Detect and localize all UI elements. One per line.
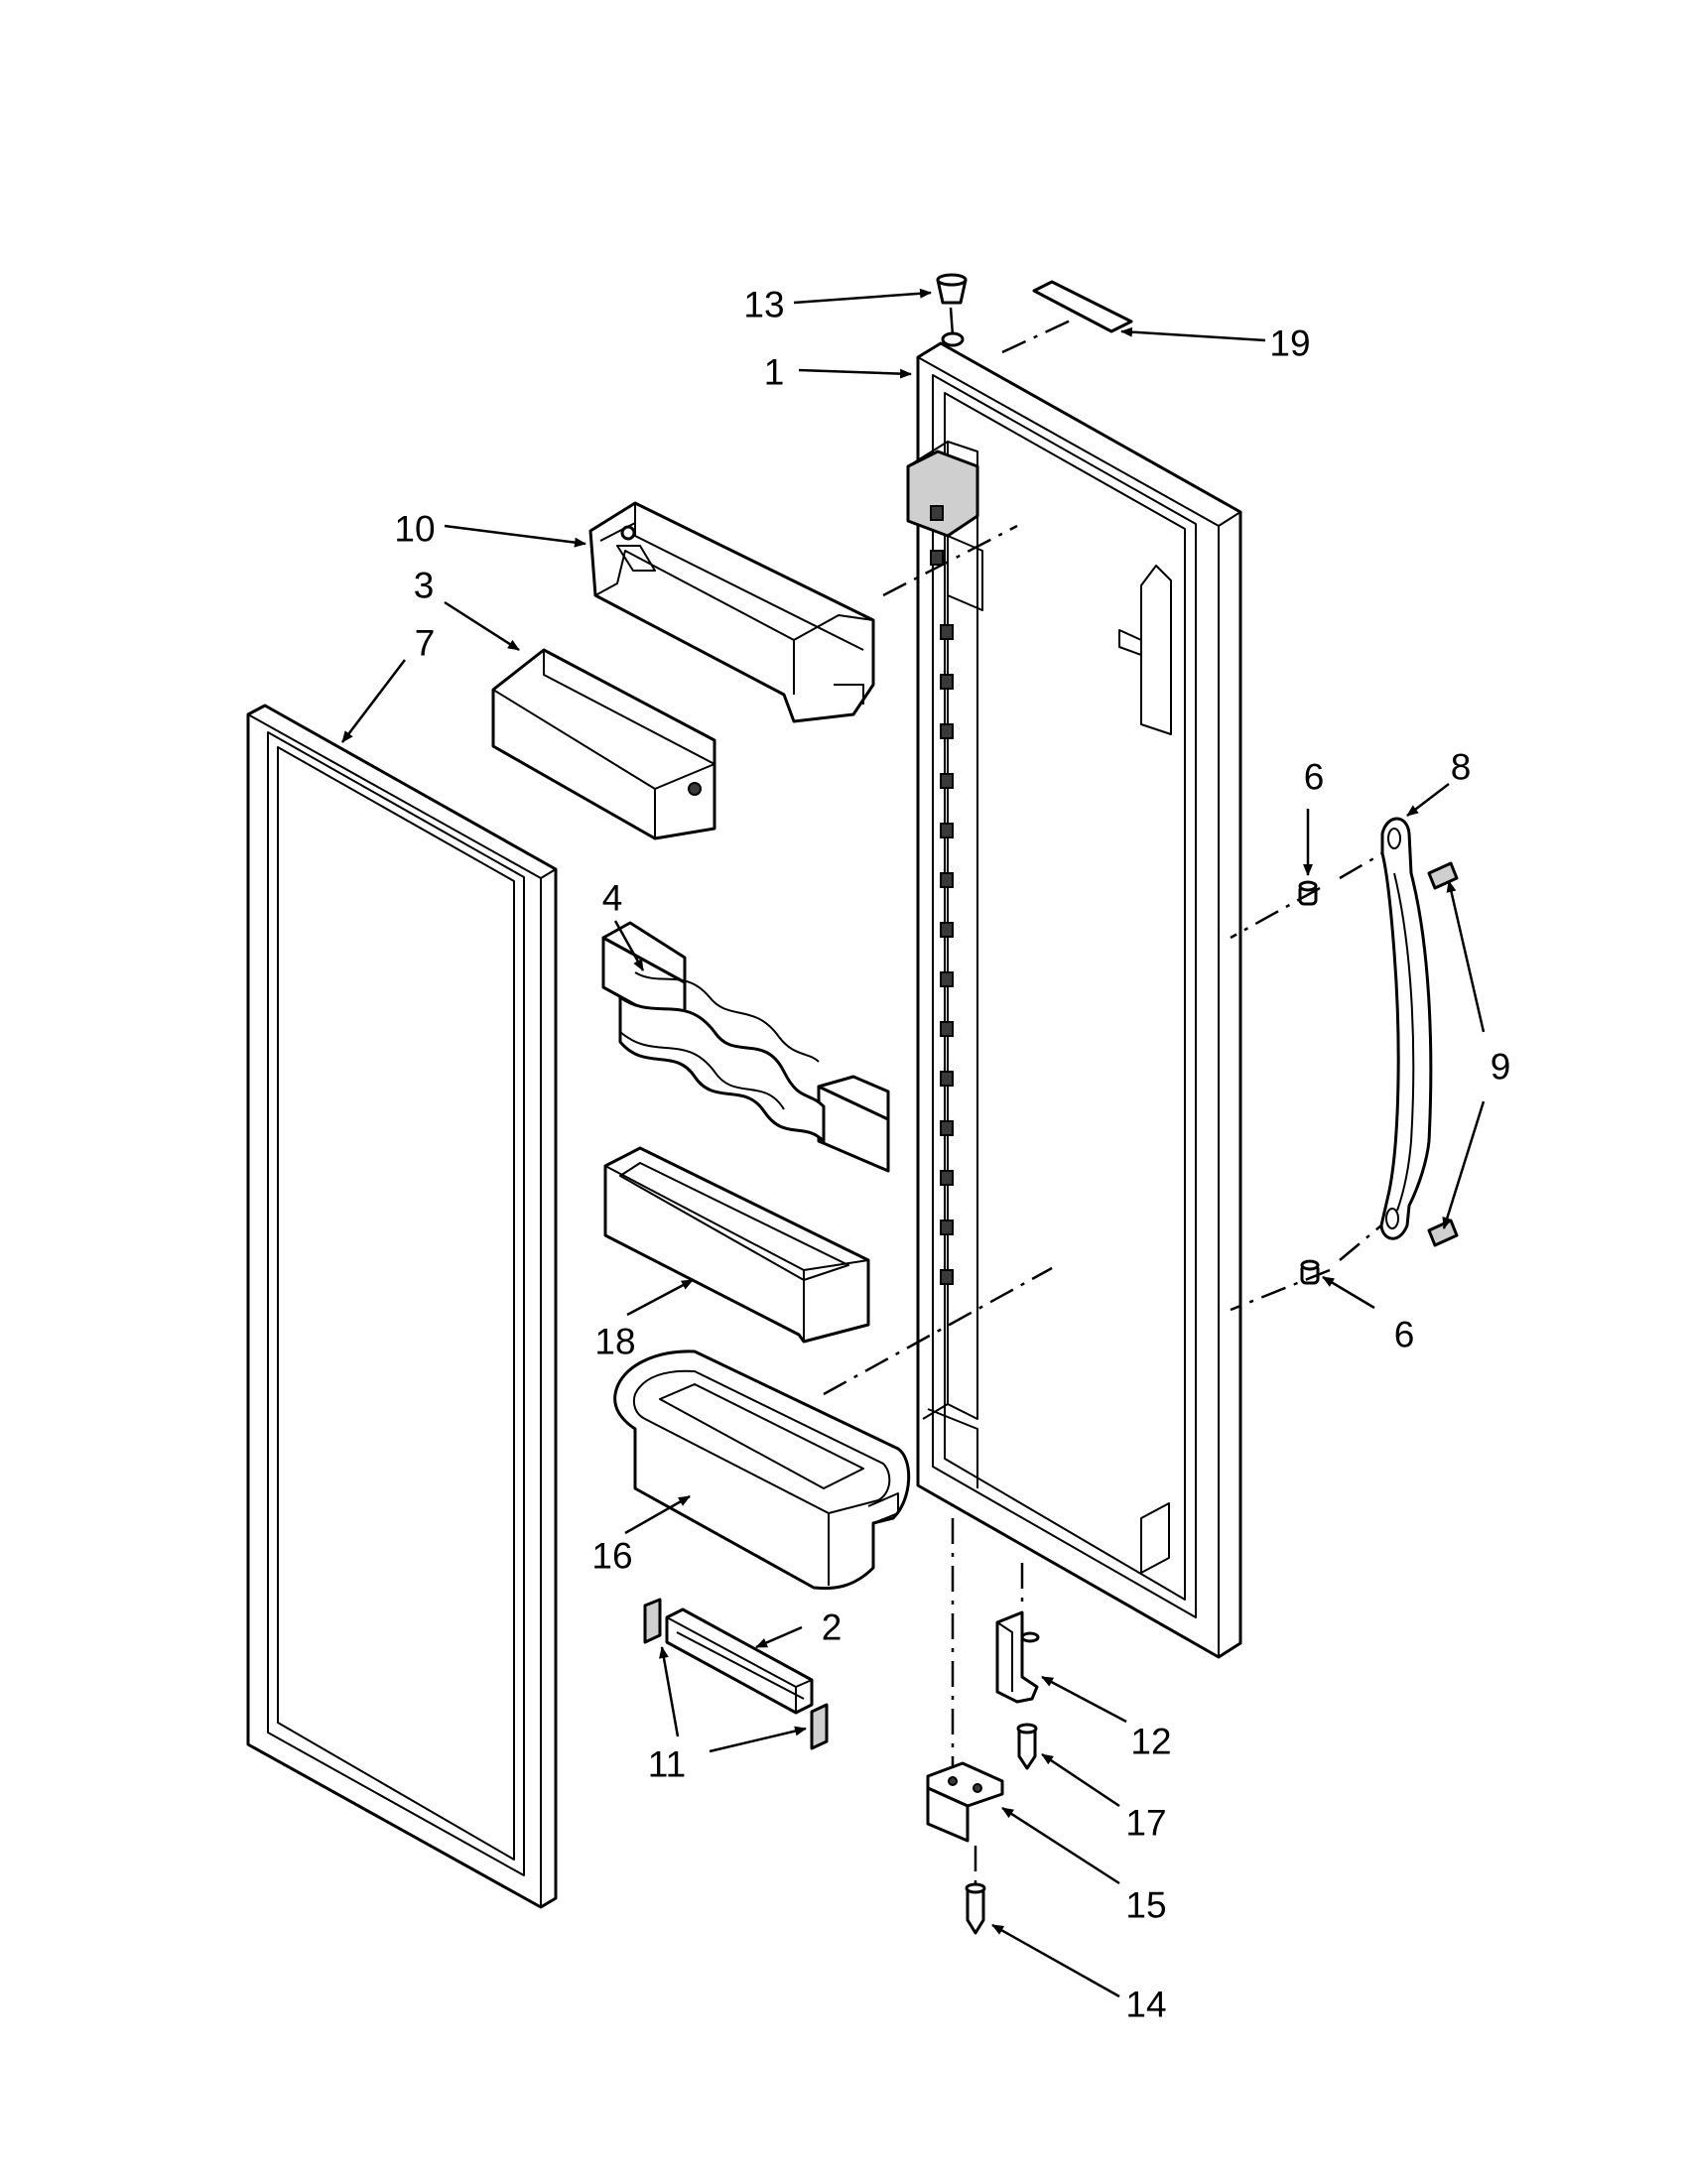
callout-3: 3	[414, 566, 435, 606]
rail-clips	[643, 1598, 829, 1750]
callout-16: 16	[591, 1536, 632, 1577]
hinge-plate	[926, 1761, 1004, 1843]
can-rack	[601, 921, 890, 1173]
shelf-slots	[930, 505, 954, 1285]
plate-screw	[965, 1882, 986, 1935]
dairy-door-frame	[588, 501, 875, 723]
door-bin-large	[613, 1349, 911, 1591]
callout-2: 2	[822, 1607, 843, 1648]
hinge-screw	[1016, 1723, 1038, 1770]
callout-4: 4	[602, 878, 623, 919]
door-gasket	[246, 704, 558, 1909]
callout-11: 11	[648, 1744, 686, 1785]
handle-spacers	[1298, 880, 1320, 1285]
leader-arrows	[341, 288, 1486, 1998]
top-label	[1032, 280, 1133, 333]
callout-6-bottom: 6	[1394, 1315, 1415, 1355]
callout-1: 1	[764, 352, 785, 393]
top-plug	[936, 273, 968, 347]
callout-17: 17	[1125, 1803, 1166, 1844]
alignment-lines	[823, 307, 1383, 1883]
door-handle	[1379, 817, 1433, 1240]
callout-13: 13	[743, 285, 784, 325]
door-liner	[906, 341, 1242, 1659]
callout-6-top: 6	[1304, 757, 1325, 798]
handle-screws	[1427, 861, 1459, 1247]
callout-9: 9	[1491, 1047, 1511, 1088]
callout-15: 15	[1125, 1885, 1166, 1926]
callout-labels: 13 19 1 10 3 7 6 8 4 9 18 6 16 2 12 11 1…	[394, 285, 1510, 2025]
callout-12: 12	[1130, 1722, 1171, 1762]
callout-7: 7	[415, 623, 436, 664]
bin-rail	[665, 1607, 814, 1715]
callout-14: 14	[1125, 1985, 1166, 2025]
callout-19: 19	[1269, 323, 1310, 364]
callout-8: 8	[1451, 747, 1472, 788]
callout-18: 18	[594, 1322, 635, 1362]
callout-10: 10	[394, 509, 435, 550]
door-bin-small	[603, 1146, 870, 1344]
hinge-pin-bracket	[995, 1610, 1040, 1704]
dairy-door	[491, 648, 716, 840]
